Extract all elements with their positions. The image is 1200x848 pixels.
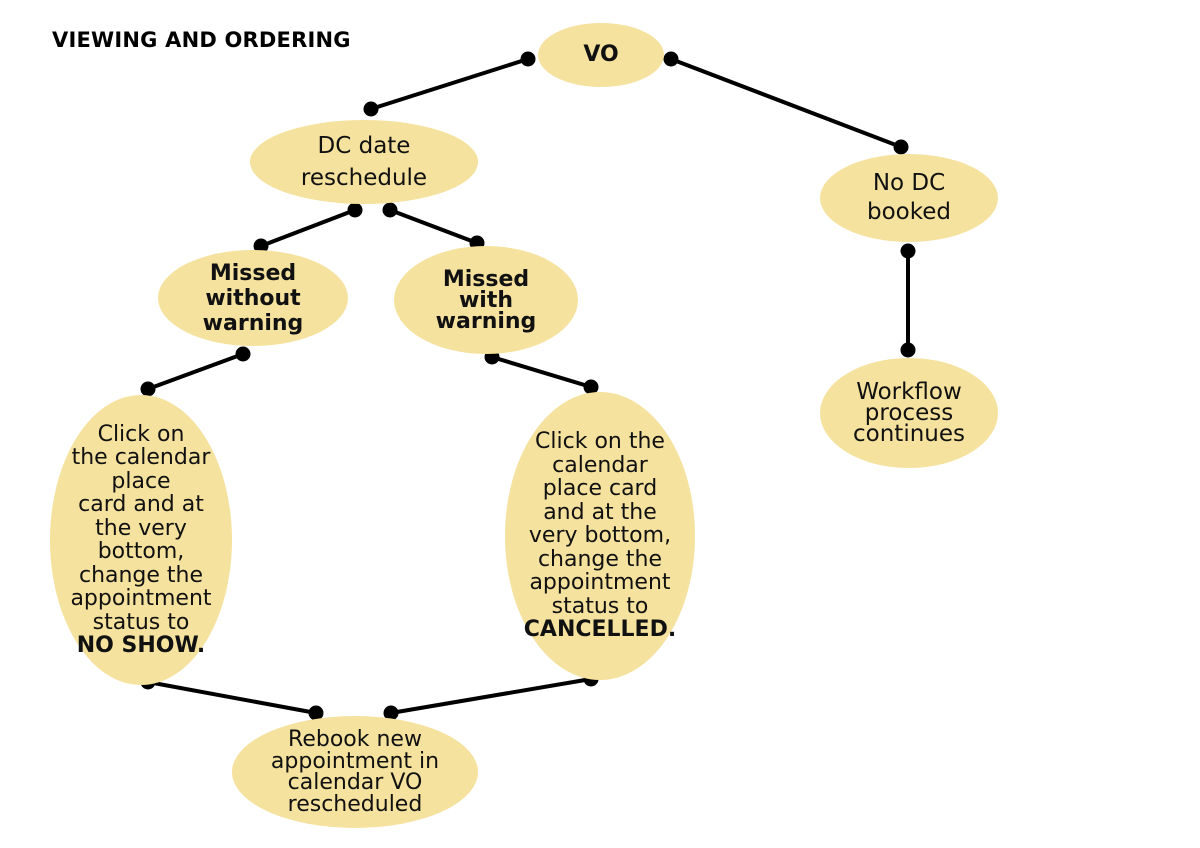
node-vo-line: VO	[583, 42, 619, 67]
node-missed-with-warning: Missed with warning	[394, 246, 578, 354]
connector-missed-with-to-cancelled	[491, 355, 592, 389]
node-dc-line: DC date	[317, 133, 411, 159]
node-noshow-line: the calendar	[71, 445, 211, 470]
node-nodc-line: booked	[867, 199, 951, 225]
node-no-show-instructions: Click on the calendar place card and at …	[50, 395, 232, 685]
connector-endpoint-dot	[308, 705, 324, 721]
connector-vo-to-dc-date-reschedule	[370, 57, 529, 111]
node-rebook-line: appointment in	[270, 748, 440, 774]
node-cancelled-line: place card	[542, 476, 658, 502]
connector-endpoint-dot	[235, 346, 251, 362]
node-noshow-line: change the	[78, 562, 204, 588]
node-noshow-line: the very	[95, 515, 187, 541]
node-rebook-appointment: Rebook new appointment in calendar VO re…	[232, 716, 478, 828]
node-rebook-line: rescheduled	[287, 791, 423, 817]
node-mwith-line: warning	[435, 308, 537, 334]
node-wf-line: process	[864, 399, 954, 426]
connector-cancelled-to-rebook	[390, 677, 592, 715]
node-dc-line: reschedule	[300, 165, 428, 191]
node-mw-line: Missed	[209, 260, 297, 286]
node-nodc-line: No DC	[872, 170, 946, 196]
connector-dc-to-missed-with-warning	[389, 208, 478, 245]
node-mwith-line: Missed	[442, 266, 530, 292]
node-workflow-process-continues: Workflow process continues	[820, 358, 998, 468]
connector-endpoint-dot	[893, 139, 909, 155]
node-noshow-line: Click on	[97, 421, 185, 447]
node-missed-without-warning: Missed without warning	[158, 250, 348, 346]
node-cancelled-line: very bottom,	[528, 523, 672, 549]
node-mw-line: warning	[202, 310, 304, 336]
node-cancelled-line: Click on the	[535, 429, 665, 455]
node-rebook-line: calendar VO	[287, 770, 423, 795]
connector-missed-without-to-no-show	[147, 352, 244, 391]
node-cancelled-line: and at the	[543, 499, 657, 525]
connector-endpoint-dot	[382, 202, 398, 218]
connector-endpoint-dot	[363, 101, 379, 117]
node-cancelled-line: status to	[551, 593, 649, 619]
node-noshow-line: bottom,	[97, 539, 185, 564]
node-cancelled-line: appointment	[529, 570, 671, 596]
node-cancelled-instructions: Click on the calendar place card and at …	[505, 392, 695, 680]
connector-vo-to-no-dc-booked	[670, 57, 902, 149]
connector-endpoint-dot	[900, 342, 916, 358]
connector-endpoint-dot	[520, 51, 536, 67]
connector-endpoint-dot	[663, 51, 679, 67]
connector-endpoint-dot	[383, 705, 399, 721]
node-wf-line: Workflow	[856, 378, 962, 405]
connector-no-show-to-rebook	[147, 680, 317, 715]
connector-endpoint-dot	[253, 238, 269, 254]
node-mwith-line: with	[458, 287, 514, 313]
node-rebook-line: Rebook new	[288, 727, 422, 752]
node-cancelled-line: calendar	[552, 452, 648, 478]
node-dc-date-reschedule: DC date reschedule	[250, 120, 478, 204]
connector-dc-to-missed-without-warning	[260, 208, 356, 248]
connector-endpoint-dot	[900, 243, 916, 259]
node-mw-line: without	[205, 285, 301, 311]
connector-endpoint-dot	[140, 381, 156, 397]
node-vo: VO	[538, 23, 664, 87]
connector-endpoint-dot	[347, 202, 363, 218]
node-wf-line: continues	[853, 420, 965, 447]
node-noshow-line: card and at	[78, 492, 204, 517]
node-noshow-status: NO SHOW.	[76, 633, 206, 658]
node-noshow-line: status to	[92, 609, 190, 635]
node-noshow-line: appointment	[70, 586, 212, 611]
node-cancelled-status: CANCELLED.	[523, 617, 677, 643]
page-title: VIEWING AND ORDERING	[52, 28, 351, 52]
node-noshow-line: place	[111, 468, 171, 494]
node-cancelled-line: change the	[537, 546, 663, 572]
connector-endpoint-dot	[583, 379, 599, 395]
node-no-dc-booked: No DC booked	[820, 154, 998, 242]
